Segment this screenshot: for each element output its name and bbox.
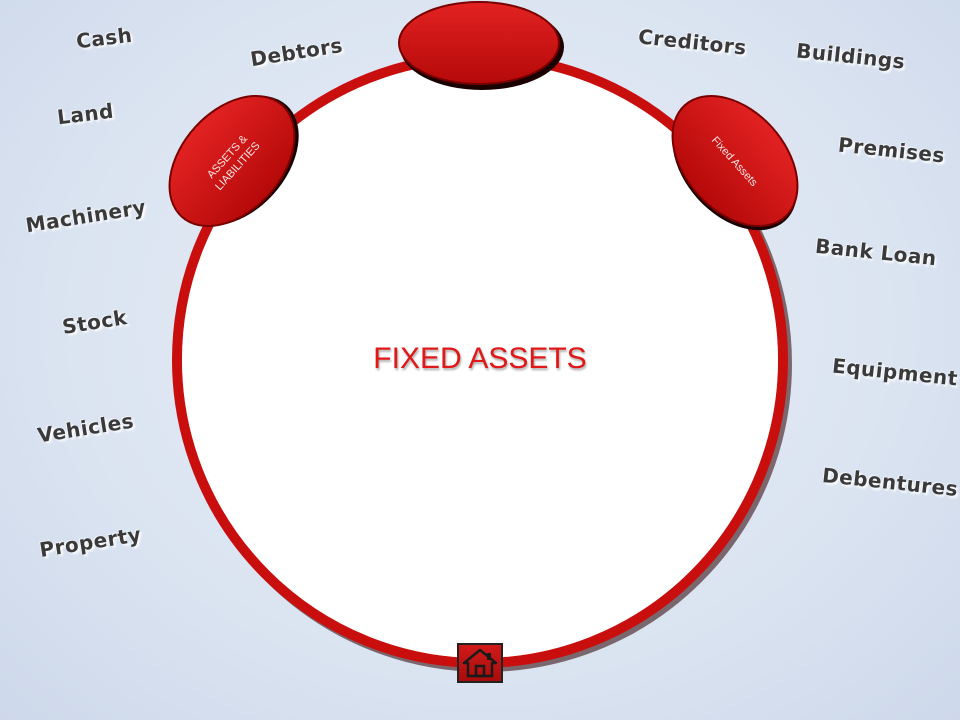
center-title: FIXED ASSETS: [373, 342, 587, 375]
home-button[interactable]: [457, 643, 503, 683]
oval-top[interactable]: [398, 1, 564, 90]
home-icon: [462, 648, 498, 678]
oval-assets-liabilities[interactable]: ASSETS & LIABILITIES: [145, 70, 324, 253]
oval-fixed-assets[interactable]: Fixed Assets: [645, 72, 824, 255]
